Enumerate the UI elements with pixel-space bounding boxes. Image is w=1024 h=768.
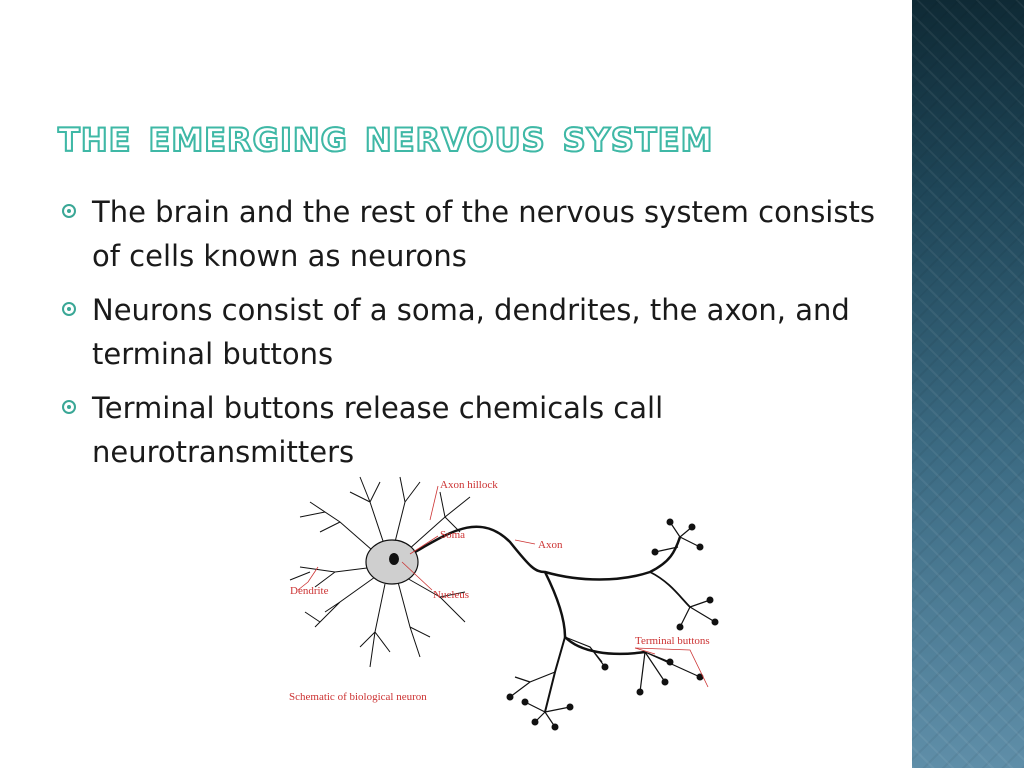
bullet-item: Neurons consist of a soma, dendrites, th… [62, 288, 882, 376]
neuron-diagram: Axon hillock Soma Axon Dendrite Nucleus … [289, 476, 719, 731]
bullet-circle-icon [62, 204, 76, 218]
decorative-side-panel [912, 0, 1024, 768]
bullet-circle-icon [62, 302, 76, 316]
bullet-text: Neurons consist of a soma, dendrites, th… [92, 293, 850, 371]
slide-title: The Emerging Nervous System [57, 107, 714, 163]
bullet-text: Terminal buttons release chemicals call … [92, 391, 664, 469]
label-axon-hillock: Axon hillock [440, 479, 498, 491]
bullet-circle-icon [62, 400, 76, 414]
label-terminal-buttons: Terminal buttons [635, 635, 710, 647]
figure-caption: Schematic of biological neuron [289, 691, 427, 703]
label-dendrite: Dendrite [290, 585, 329, 597]
label-soma: Soma [440, 529, 465, 541]
label-axon: Axon [538, 539, 563, 551]
label-nucleus: Nucleus [433, 589, 469, 601]
dendrites [289, 476, 471, 668]
bullet-text: The brain and the rest of the nervous sy… [92, 195, 875, 273]
terminal-buttons [506, 518, 719, 731]
bullet-item: Terminal buttons release chemicals call … [62, 386, 882, 474]
axon-branch-line [543, 571, 646, 656]
bullet-item: The brain and the rest of the nervous sy… [62, 190, 882, 278]
bullet-list: The brain and the rest of the nervous sy… [62, 190, 882, 484]
nucleus-shape [389, 553, 399, 565]
